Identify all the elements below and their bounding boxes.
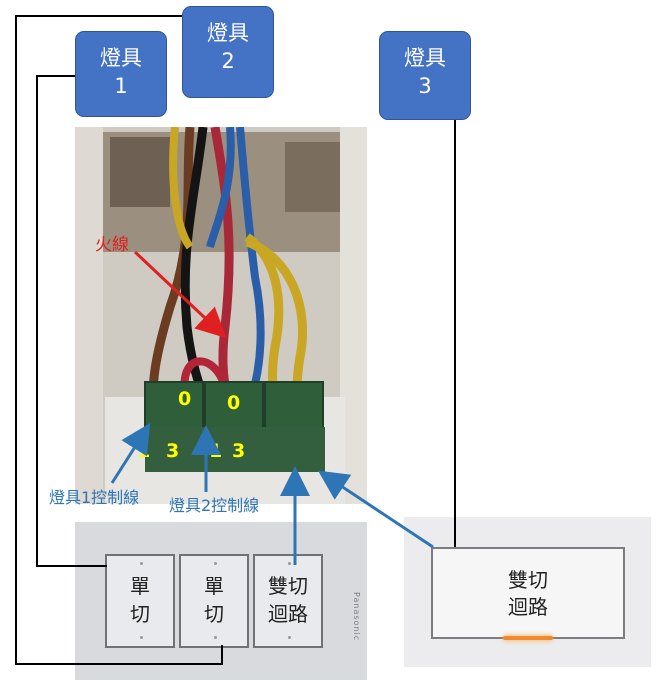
control-wire-1-label: 燈具1控制線 [49, 488, 140, 507]
single-switch-1[interactable]: 單 切 [105, 554, 175, 648]
terminal-label-left-top: 0 [178, 388, 192, 410]
fixture-3-number: 3 [418, 74, 432, 98]
control-wire-2-label: 燈具2控制線 [169, 496, 260, 515]
indicator-light [503, 636, 553, 640]
single-switch-2[interactable]: 單 切 [179, 554, 249, 648]
switch-label-line2: 迴路 [268, 602, 308, 626]
terminal-label-left-bottom-a: 1 [137, 440, 151, 462]
brand-logo: Panasonic [352, 592, 361, 642]
fixture-3-box: 燈具 3 [379, 31, 471, 120]
fixture-2-label: 燈具 [207, 21, 249, 45]
indicator-dot [214, 636, 217, 639]
terminal-label-mid-top: 0 [227, 392, 241, 414]
terminal-label-mid-bottom-b: 3 [232, 440, 246, 462]
switch-label-line2: 迴路 [508, 595, 548, 619]
terminal-label-mid-bottom-a: 1 [209, 440, 223, 462]
indicator-dot [288, 562, 291, 565]
fixture-2-number: 2 [221, 49, 235, 73]
fixture-1-label: 燈具 [100, 46, 142, 70]
fixture-1-box: 燈具 1 [75, 31, 167, 117]
switch-label-line1: 單 [130, 574, 150, 598]
indicator-dot [288, 636, 291, 639]
switch-label-line2: 切 [130, 602, 150, 626]
fixture-3-label: 燈具 [404, 46, 446, 70]
fixture-2-box: 燈具 2 [182, 6, 274, 98]
hot-wire-label: 火線 [95, 235, 129, 255]
switch-label-line1: 雙切 [268, 574, 308, 598]
indicator-dot [140, 636, 143, 639]
two-way-switch-left[interactable]: 雙切 迴路 [253, 554, 323, 648]
indicator-dot [214, 562, 217, 565]
fixture-1-number: 1 [114, 74, 128, 98]
switch-plate-right: 雙切 迴路 [404, 517, 651, 667]
switch-plate-left: 單 切 單 切 雙切 迴路 Panasonic [75, 522, 367, 680]
indicator-dot [140, 562, 143, 565]
switch-label-line1: 雙切 [508, 568, 548, 592]
terminal-label-left-bottom-b: 3 [166, 440, 180, 462]
two-way-switch-right[interactable]: 雙切 迴路 [431, 547, 625, 640]
switch-label-line2: 切 [204, 602, 224, 626]
switch-label-line1: 單 [204, 574, 224, 598]
